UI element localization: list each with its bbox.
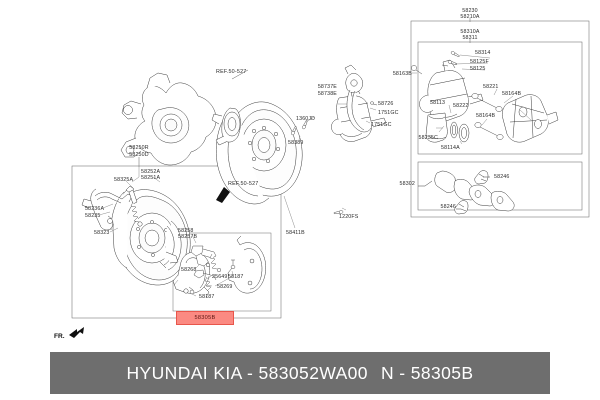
label-58113: 58113: [430, 100, 446, 106]
label-58164B: 58164B: [502, 91, 522, 97]
label-58187-2: 58187: [228, 274, 244, 280]
label-58125F: 58125F: [470, 59, 489, 65]
label-58235C: 58235C: [418, 135, 438, 141]
label-58235: 58235: [85, 213, 101, 219]
label-58269: 58269: [217, 284, 233, 290]
label-58737E: 58737E: [317, 84, 337, 90]
label-58738E: 58738E: [317, 91, 337, 97]
label-58311: 58311: [462, 35, 478, 41]
label-1751GC: 1751GC: [378, 110, 399, 116]
label-58323: 58323: [94, 230, 110, 236]
label-58302: 58302: [399, 181, 415, 187]
ref-callout-1: REF.50-527: [216, 69, 247, 75]
banner-brand-text: HYUNDAI KIA - 583052WA00: [126, 362, 368, 383]
label-25649: 25649: [212, 274, 228, 280]
label-58222: 58222: [453, 103, 469, 109]
label-58164B-2: 58164B: [476, 113, 496, 119]
highlight-part-58305B[interactable]: 58305B: [176, 311, 234, 325]
label-58230: 58230: [462, 8, 478, 14]
label-1751GC-2: 1751GC: [371, 122, 392, 128]
label-58268: 58268: [181, 267, 197, 273]
front-direction-arrow-icon: [69, 327, 84, 338]
label-58210A: 58210A: [460, 14, 480, 20]
label-58250R: 58250R: [129, 145, 149, 151]
label-58389: 58389: [288, 140, 304, 146]
label-58246: 58246: [494, 174, 510, 180]
ref-callout-2: REF.50-527: [228, 181, 259, 187]
label-58246-2: 58246: [440, 204, 456, 210]
label-58314: 58314: [475, 50, 491, 56]
label-58250D: 58250D: [129, 152, 149, 158]
label-58252A: 58252A: [141, 169, 161, 175]
title-banner: HYUNDAI KIA - 583052WA00 N - 58305B: [50, 352, 550, 394]
label-1220FS: 1220FS: [339, 214, 359, 220]
label-58163B: 58163B: [392, 71, 412, 77]
label-1360JD: 1360JD: [296, 116, 316, 122]
label-58221: 58221: [483, 84, 499, 90]
label-58251A: 58251A: [141, 175, 161, 181]
label-58125: 58125: [470, 66, 486, 72]
label-58257B: 58257B: [178, 234, 198, 240]
banner-part-ref-text: N - 58305B: [380, 362, 474, 383]
label-58258: 58258: [178, 228, 194, 234]
label-58411B: 58411B: [286, 230, 305, 236]
label-58236A: 58236A: [85, 206, 105, 212]
label-58325A: 58325A: [114, 177, 134, 183]
front-direction-label: FR.: [54, 333, 65, 340]
label-58310A: 58310A: [460, 29, 480, 35]
label-58114A: 58114A: [441, 145, 460, 151]
label-58187: 58187: [199, 294, 215, 300]
label-58726: 58726: [378, 101, 394, 107]
